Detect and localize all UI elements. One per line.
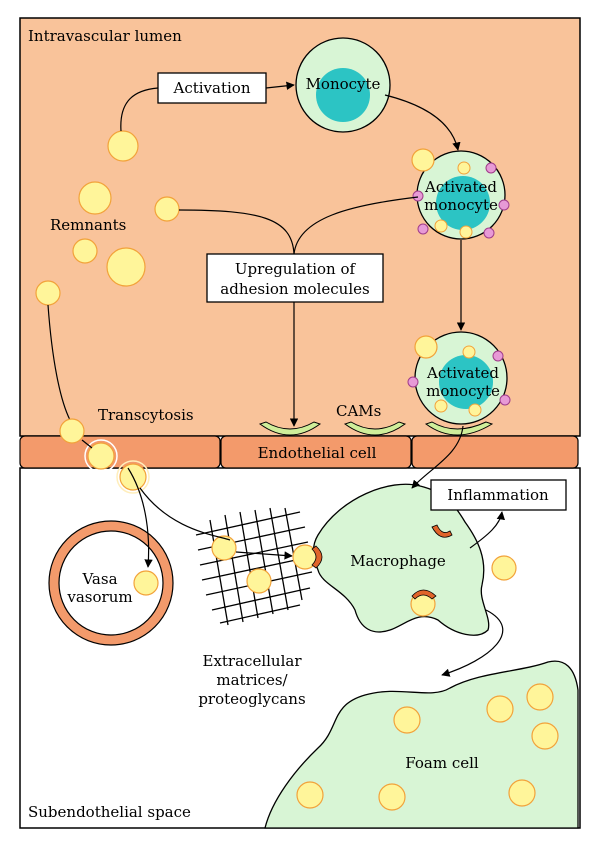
vasa-line1: Vasa: [81, 570, 117, 588]
activation-curve: [120, 87, 159, 132]
macrophage: [312, 483, 490, 636]
activation-label: Activation: [173, 79, 251, 97]
inflammation-label: Inflammation: [447, 486, 549, 504]
monocyte: Monocyte: [295, 37, 391, 133]
inflammation-box: [430, 479, 567, 511]
transcytosis-particle-2-halo: [84, 439, 118, 473]
monocyte-to-activated-arrow: [384, 94, 461, 151]
remnants-label: Remnants: [50, 216, 126, 234]
monocyte-to-macrophage-arrow: [411, 425, 464, 489]
to-foam-cell-arrow: [441, 609, 504, 677]
ecm-particle-1: [211, 535, 237, 561]
transcytosis-particle-3-halo: [116, 460, 150, 494]
transcytosis-particle-1: [59, 418, 85, 444]
ecm-particle-2: [246, 568, 272, 594]
activation-box: [157, 72, 267, 104]
foam-cell-label: Foam cell: [405, 754, 479, 772]
remnant-particles: [35, 130, 180, 306]
macrophage-receptor-3: [411, 589, 437, 600]
to-inflammation-arrow: [469, 511, 505, 549]
activated-monocyte-1: Activated monocyte: [411, 148, 510, 240]
activation-arrow: [265, 81, 295, 90]
ecm-to-macrophage-arrow: [235, 551, 293, 560]
monocyte-label: Monocyte: [306, 75, 381, 93]
activated-monocyte-1-line2: monocyte: [424, 196, 498, 214]
macrophage-label: Macrophage: [350, 552, 446, 570]
transcytosis-curve: [47, 304, 71, 421]
activated-monocyte-1-line1: Activated: [424, 178, 497, 196]
ecm-path: [139, 487, 231, 541]
endothelial-label: Endothelial cell: [258, 444, 377, 462]
endothelial-segment-middle: [220, 435, 412, 469]
lumen-label: Intravascular lumen: [28, 27, 182, 45]
macrophage-receptor-1: [311, 545, 323, 569]
foam-cell-particles: [296, 683, 559, 811]
upregulation-box: [206, 253, 384, 303]
endothelial-segment-right: [411, 435, 579, 469]
transcytosis-link: [81, 439, 93, 449]
upregulation-line2: adhesion molecules: [220, 280, 369, 298]
activated-monocyte-2: Activated monocyte: [407, 331, 511, 425]
ecm-line1: Extracellular: [203, 652, 303, 670]
activated-monocyte-2-line2: monocyte: [426, 382, 500, 400]
ecm-line3: proteoglycans: [198, 690, 305, 708]
activated-monocyte-2-line1: Activated: [426, 364, 499, 382]
vasa-vasorum: [48, 520, 174, 646]
macrophage-receptor-2: [431, 524, 453, 538]
free-particle: [491, 555, 517, 581]
vasa-line2: vasorum: [66, 588, 132, 606]
transcytosis-particle-2: [87, 442, 115, 470]
to-vasa-arrow: [127, 467, 153, 568]
cams-label: CAMs: [336, 402, 381, 420]
remnant-to-upregulation-curve: [178, 209, 295, 255]
endothelial-segment-left: [19, 435, 221, 469]
transcytosis-label: Transcytosis: [98, 406, 194, 424]
monocyte-to-upregulation-curve: [293, 196, 419, 255]
subendothelial-label: Subendothelial space: [28, 803, 191, 821]
upregulation-line1: Upregulation of: [235, 260, 357, 278]
cams: [258, 421, 494, 436]
ecm-line2: matrices/: [216, 671, 288, 689]
